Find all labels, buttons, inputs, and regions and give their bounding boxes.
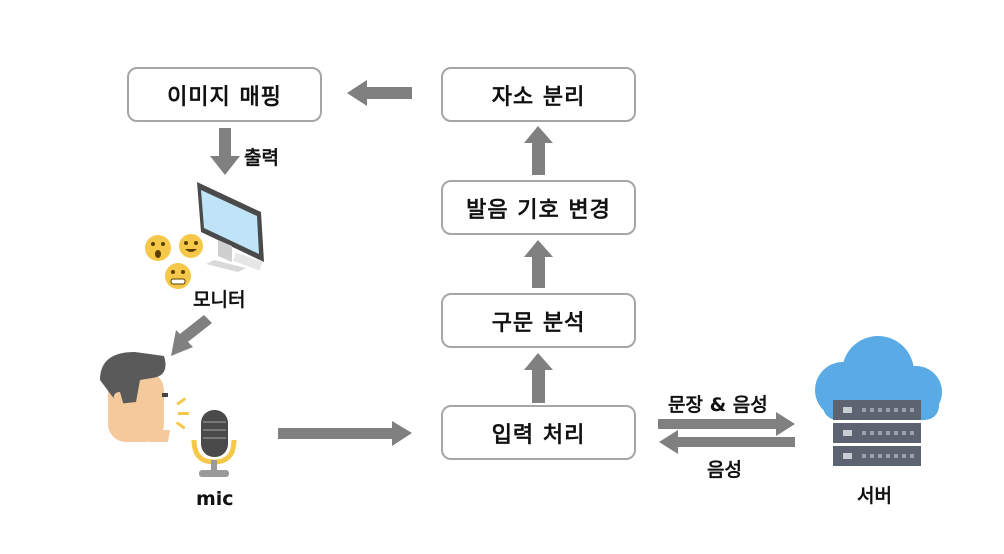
mic-label: mic — [196, 488, 234, 510]
pronunciation-conversion-box: 발음 기호 변경 — [441, 180, 636, 235]
monitor-icon — [197, 182, 264, 272]
arrow-right-to-server — [658, 412, 795, 436]
cloud-server-icon — [815, 336, 942, 466]
arrow-down-output — [210, 128, 240, 175]
microphone-icon — [191, 410, 237, 477]
arrow-right-to-input — [278, 421, 412, 446]
arrow-left-from-server — [659, 430, 795, 454]
monitor-label: 모니터 — [193, 289, 246, 311]
arrow-up-to-syntax — [524, 353, 553, 403]
arrow-up-to-pronunciation — [524, 240, 553, 288]
person-speaking-icon — [100, 352, 189, 442]
arrow-left-to-image-mapping — [347, 80, 412, 106]
output-label: 출력 — [244, 147, 279, 169]
image-mapping-box: 이미지 매핑 — [127, 67, 322, 122]
image-mapping-label: 이미지 매핑 — [167, 84, 282, 110]
input-processing-box: 입력 처리 — [441, 405, 636, 460]
pronunciation-conversion-label: 발음 기호 변경 — [466, 197, 611, 223]
morpheme-separation-label: 자소 분리 — [491, 84, 586, 110]
sentence-voice-label: 문장 & 음성 — [668, 394, 768, 416]
server-label: 서버 — [857, 485, 892, 507]
voice-label: 음성 — [707, 459, 742, 481]
emoji-icon — [145, 234, 203, 289]
arrow-up-to-morpheme — [524, 126, 553, 175]
syntax-analysis-label: 구문 분석 — [491, 310, 586, 336]
morpheme-separation-box: 자소 분리 — [441, 67, 636, 122]
input-processing-label: 입력 처리 — [491, 422, 586, 448]
arrow-diagonal-to-person — [171, 315, 212, 356]
syntax-analysis-box: 구문 분석 — [441, 293, 636, 348]
